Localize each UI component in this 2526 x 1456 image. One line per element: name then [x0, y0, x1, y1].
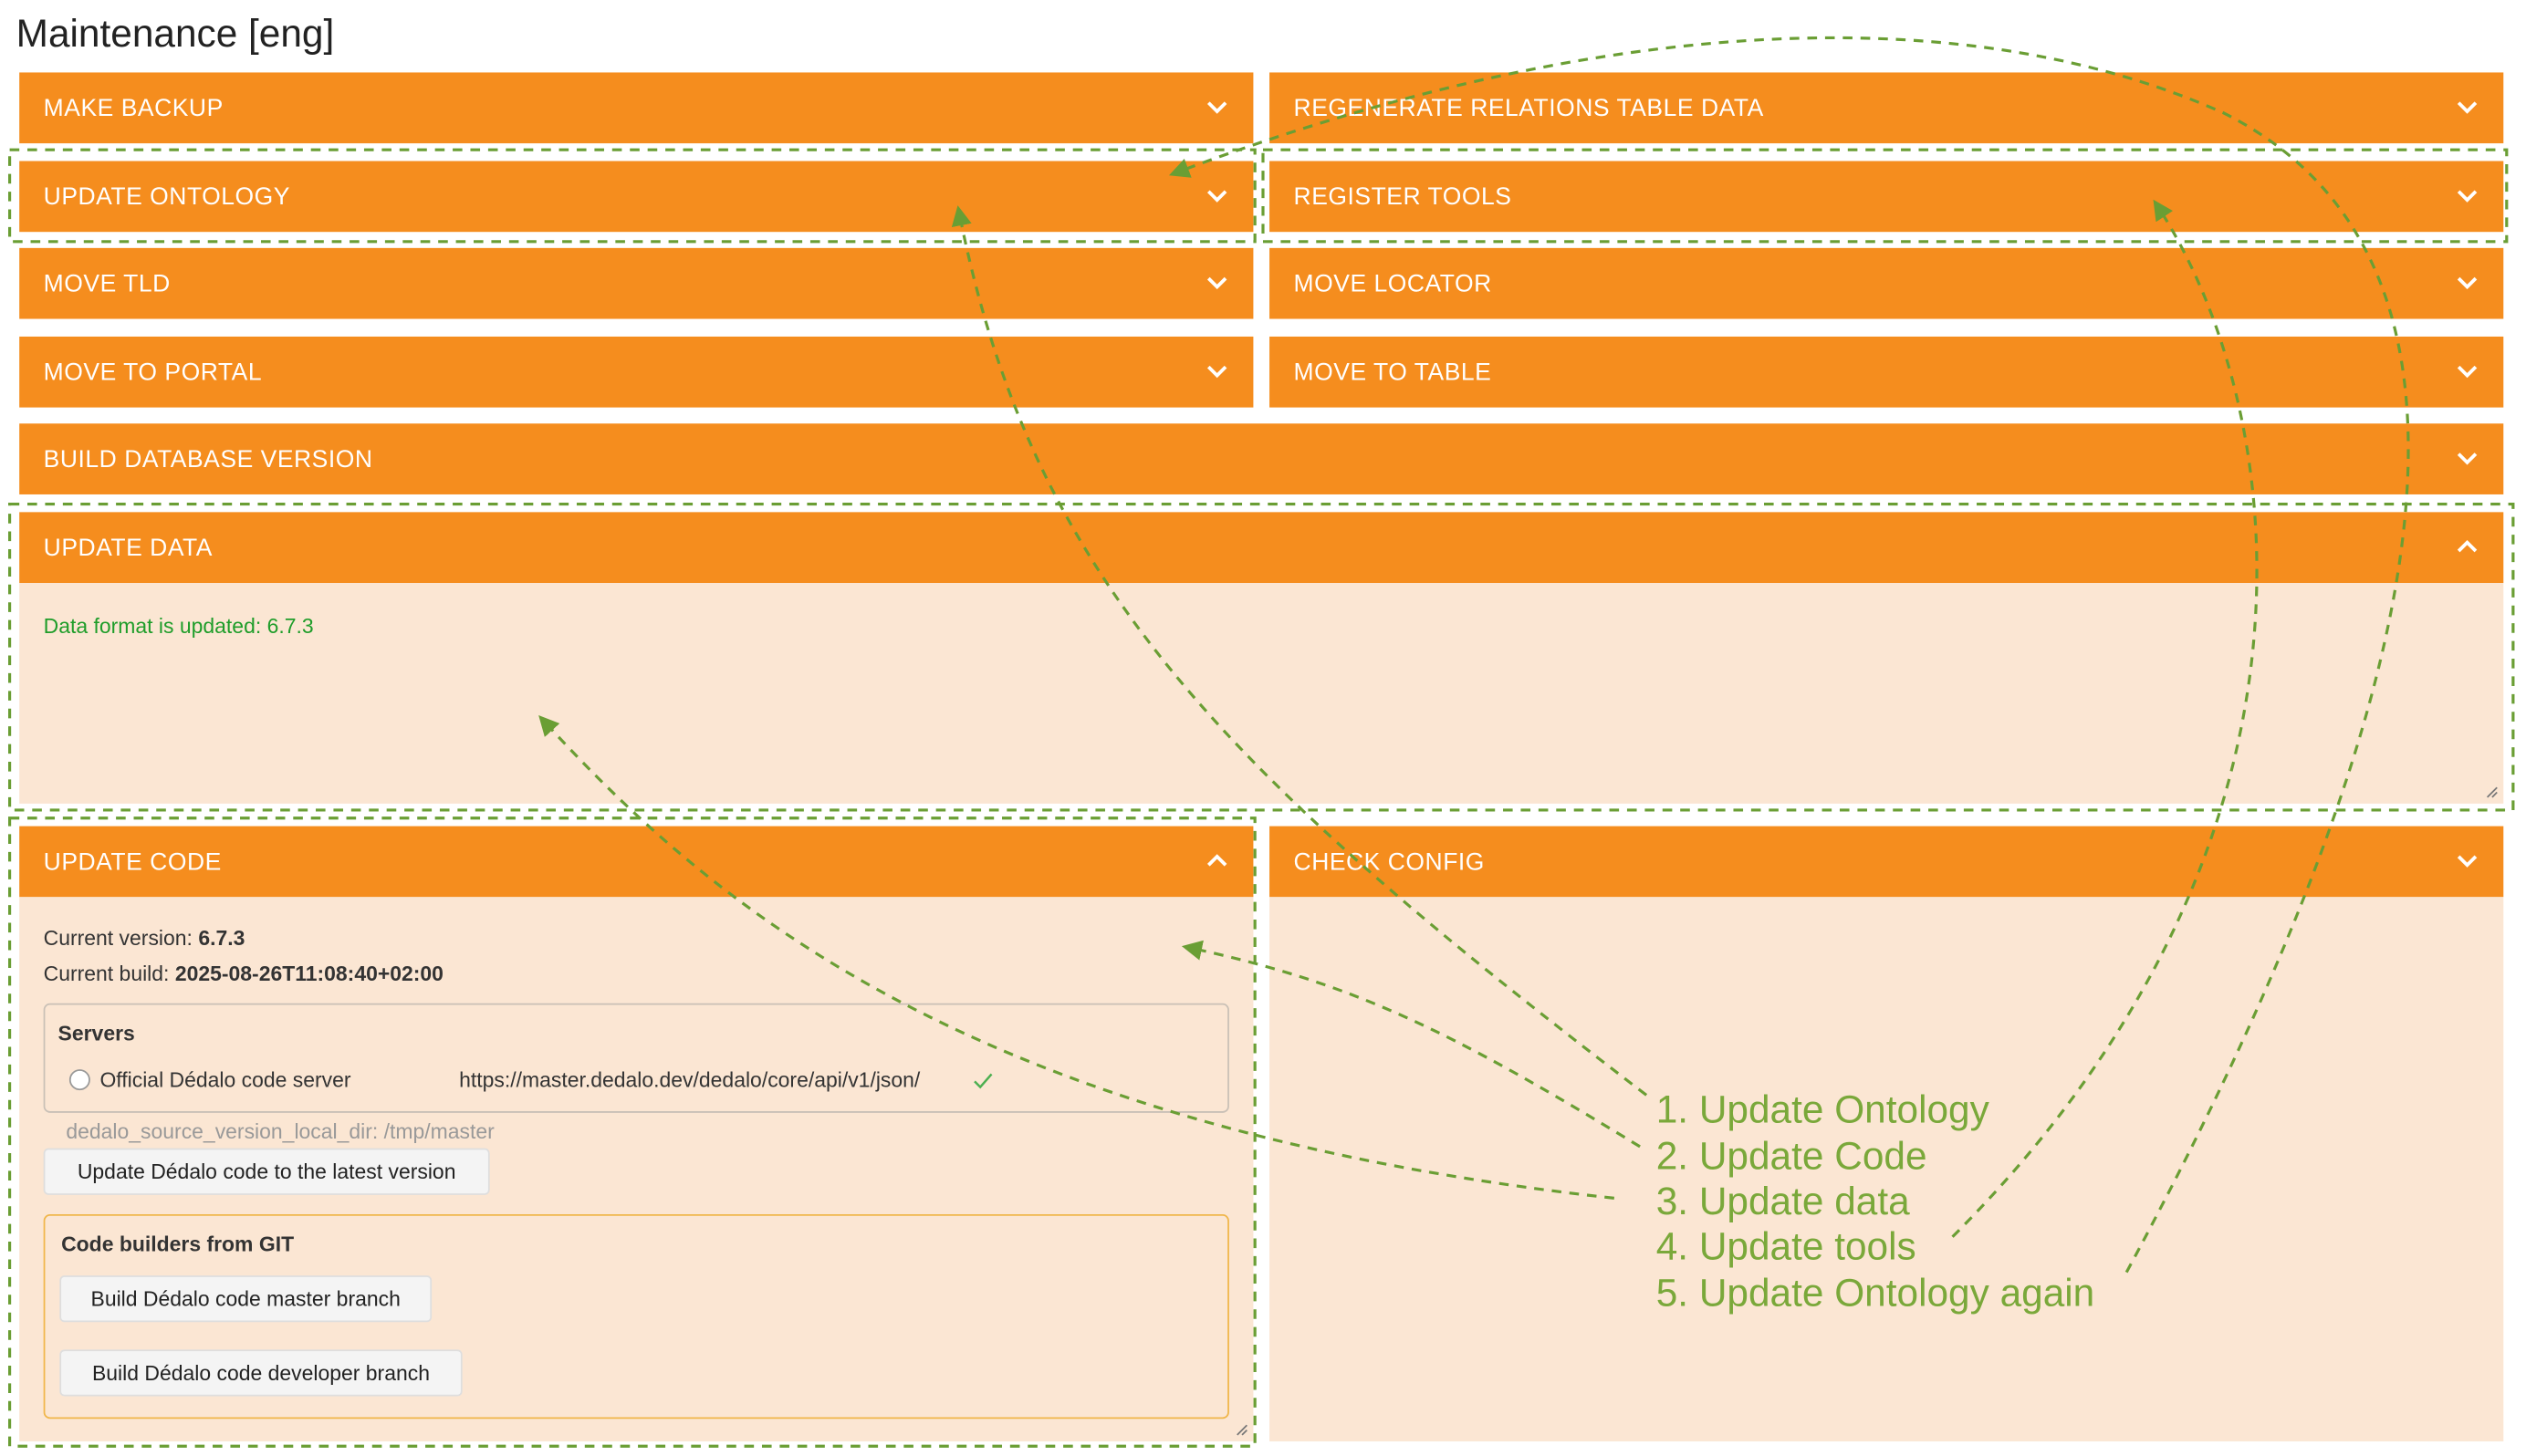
- current-version-label: Current version:: [43, 926, 193, 951]
- build-database-version-header[interactable]: BUILD DATABASE VERSION: [19, 423, 2504, 494]
- move-tld-header[interactable]: MOVE TLD: [19, 247, 1254, 319]
- move-to-table-header[interactable]: MOVE TO TABLE: [1269, 336, 2504, 408]
- server-radio[interactable]: [68, 1069, 90, 1091]
- check-icon: [974, 1073, 993, 1089]
- panel-update-data: UPDATE DATA Data format is updated: 6.7.…: [19, 512, 2504, 804]
- make-backup-header[interactable]: MAKE BACKUP: [19, 72, 1254, 144]
- servers-legend: Servers: [57, 1021, 135, 1045]
- current-build-label: Current build:: [43, 961, 170, 986]
- move-to-portal-header[interactable]: MOVE TO PORTAL: [19, 336, 1254, 408]
- update-code-button[interactable]: Update Dédalo code to the latest version: [43, 1148, 490, 1195]
- update-code-body: Current version: 6.7.3 Current build: 20…: [19, 897, 1254, 1441]
- current-build: Current build: 2025-08-26T11:08:40+02:00: [44, 962, 444, 985]
- servers-fieldset: Servers Official Dédalo code server http…: [43, 1003, 1229, 1113]
- chevron-up-icon: [2457, 539, 2478, 553]
- panel-move-to-table: MOVE TO TABLE: [1269, 336, 2504, 408]
- server-name: Official Dédalo code server: [99, 1067, 351, 1092]
- chevron-down-icon: [2457, 101, 2478, 114]
- panel-register-tools: REGISTER TOOLS: [1269, 161, 2504, 233]
- chevron-down-icon: [1206, 276, 1227, 290]
- chevron-down-icon: [1206, 365, 1227, 379]
- panel-update-code: UPDATE CODE Current version: 6.7.3 Curre…: [19, 826, 1254, 1441]
- update-data-body: Data format is updated: 6.7.3: [19, 583, 2504, 804]
- check-config-label: CHECK CONFIG: [1293, 848, 1485, 877]
- git-builders-legend: Code builders from GIT: [61, 1232, 295, 1256]
- register-tools-header[interactable]: REGISTER TOOLS: [1269, 161, 2504, 233]
- update-code-label: UPDATE CODE: [43, 848, 222, 877]
- annotation-step-3: 3. Update data: [1655, 1180, 1910, 1224]
- move-tld-label: MOVE TLD: [43, 270, 171, 298]
- chevron-down-icon: [2457, 276, 2478, 290]
- resize-handle-icon[interactable]: [2486, 785, 2499, 798]
- regenerate-relations-header[interactable]: REGENERATE RELATIONS TABLE DATA: [1269, 72, 2504, 144]
- resize-handle-icon[interactable]: [1236, 1424, 1248, 1437]
- register-tools-label: REGISTER TOOLS: [1293, 183, 1512, 212]
- update-ontology-label: UPDATE ONTOLOGY: [43, 183, 291, 212]
- chevron-down-icon: [2457, 190, 2478, 203]
- annotation-step-5: 5. Update Ontology again: [1655, 1272, 2095, 1316]
- chevron-down-icon: [2457, 365, 2478, 379]
- annotation-step-1: 1. Update Ontology: [1655, 1088, 1989, 1133]
- panel-move-tld: MOVE TLD: [19, 247, 1254, 319]
- build-developer-button[interactable]: Build Dédalo code developer branch: [59, 1349, 463, 1397]
- current-version-value: 6.7.3: [198, 926, 245, 951]
- regenerate-relations-label: REGENERATE RELATIONS TABLE DATA: [1293, 95, 1764, 123]
- server-url: https://master.dedalo.dev/dedalo/core/ap…: [459, 1067, 921, 1092]
- update-data-header[interactable]: UPDATE DATA: [19, 512, 2504, 584]
- chevron-down-icon: [1206, 190, 1227, 203]
- move-locator-label: MOVE LOCATOR: [1293, 270, 1492, 298]
- panel-update-ontology: UPDATE ONTOLOGY: [19, 161, 1254, 233]
- check-config-header[interactable]: CHECK CONFIG: [1269, 826, 2504, 898]
- chevron-down-icon: [1206, 101, 1227, 114]
- chevron-up-icon: [1206, 854, 1227, 867]
- git-builders-fieldset: Code builders from GIT Build Dédalo code…: [43, 1214, 1229, 1420]
- chevron-down-icon: [2457, 452, 2478, 465]
- build-database-version-label: BUILD DATABASE VERSION: [43, 445, 373, 473]
- current-build-value: 2025-08-26T11:08:40+02:00: [174, 961, 444, 986]
- update-data-label: UPDATE DATA: [43, 535, 213, 563]
- chevron-down-icon: [2457, 855, 2478, 868]
- local-dir-info: dedalo_source_version_local_dir: /tmp/ma…: [66, 1118, 495, 1144]
- current-version: Current version: 6.7.3: [44, 926, 245, 950]
- annotation-step-4: 4. Update tools: [1655, 1225, 1916, 1270]
- panel-build-database-version: BUILD DATABASE VERSION: [19, 423, 2504, 494]
- page-title: Maintenance [eng]: [16, 13, 335, 57]
- make-backup-label: MAKE BACKUP: [43, 95, 224, 123]
- move-to-table-label: MOVE TO TABLE: [1293, 359, 1492, 387]
- move-to-portal-label: MOVE TO PORTAL: [43, 359, 263, 387]
- update-code-header[interactable]: UPDATE CODE: [19, 826, 1254, 898]
- move-locator-header[interactable]: MOVE LOCATOR: [1269, 247, 2504, 319]
- panel-move-to-portal: MOVE TO PORTAL: [19, 336, 1254, 408]
- annotation-step-2: 2. Update Code: [1655, 1135, 1927, 1180]
- build-master-button[interactable]: Build Dédalo code master branch: [59, 1275, 433, 1323]
- panel-regenerate-relations: REGENERATE RELATIONS TABLE DATA: [1269, 72, 2504, 144]
- update-ontology-header[interactable]: UPDATE ONTOLOGY: [19, 161, 1254, 233]
- panel-move-locator: MOVE LOCATOR: [1269, 247, 2504, 319]
- panel-make-backup: MAKE BACKUP: [19, 72, 1254, 144]
- data-format-status: Data format is updated: 6.7.3: [43, 613, 314, 639]
